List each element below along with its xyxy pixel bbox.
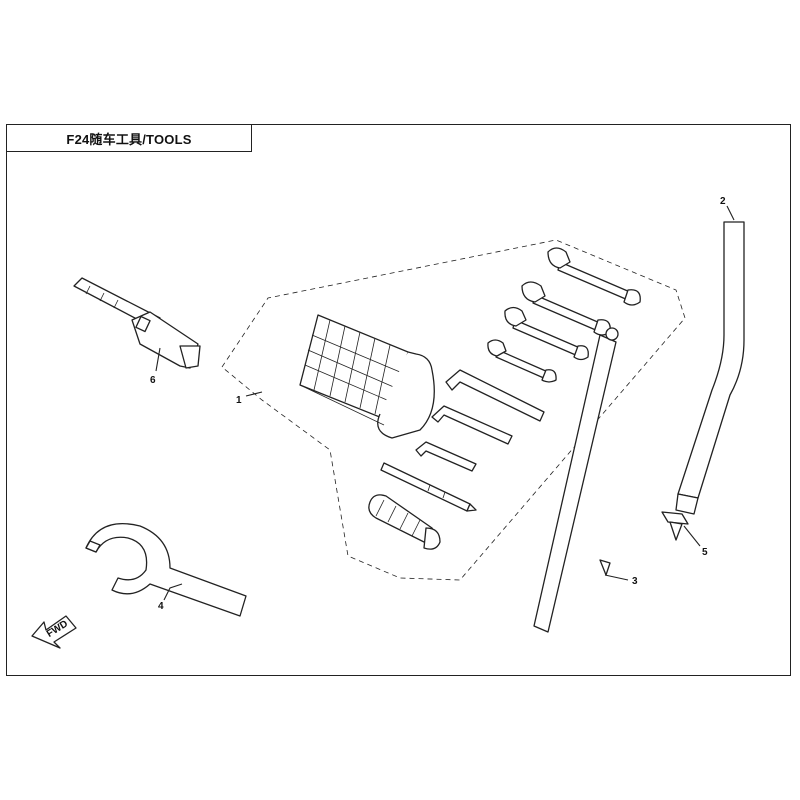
hook-spanner (85, 522, 247, 617)
extension-pipe (677, 221, 745, 499)
wrench-4 (487, 339, 557, 383)
callout-6: 6 (150, 375, 156, 386)
pipe-adapter (661, 493, 699, 541)
screwdriver-shaft (380, 462, 477, 512)
callout-1: 1 (236, 395, 242, 406)
diagram-title: F24随车工具/TOOLS (66, 131, 192, 147)
leader-line-3 (604, 574, 629, 581)
t-handle-bar (533, 327, 619, 633)
tool-roll-pouch (299, 314, 435, 439)
wrench-1 (547, 247, 641, 306)
screwdriver-handle (368, 494, 441, 550)
leader-line-2 (726, 205, 735, 221)
wrench-3 (504, 306, 589, 361)
callout-5: 5 (702, 547, 708, 558)
leader-line-4 (163, 583, 183, 601)
callout-3: 3 (632, 576, 638, 587)
diagram-frame (6, 124, 791, 676)
hex-key-small (415, 441, 477, 472)
title-box: F24随车工具/TOOLS (6, 124, 252, 152)
leader-line-1 (245, 391, 263, 397)
hex-key-large (445, 369, 545, 422)
callout-2: 2 (720, 196, 726, 207)
leader-line-5 (683, 525, 701, 547)
socket-wrench (73, 277, 201, 369)
callout-4: 4 (158, 601, 164, 612)
hex-key-medium (431, 405, 513, 445)
leader-line-6 (155, 347, 161, 372)
forward-direction-icon: FWD (31, 615, 77, 649)
wrench-2 (521, 281, 611, 336)
